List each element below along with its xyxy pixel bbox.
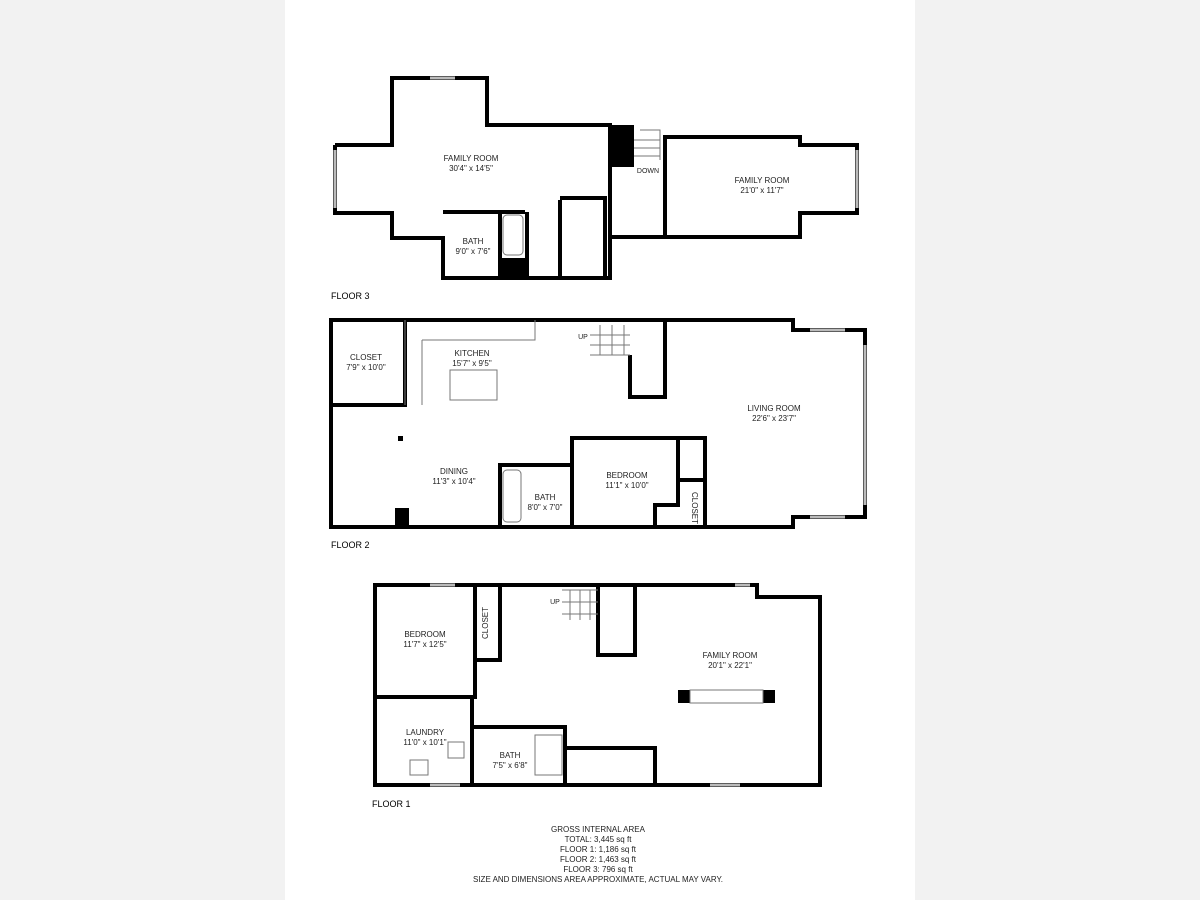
room-dims: 11'0" x 10'1" bbox=[403, 738, 446, 747]
room-name: BEDROOM bbox=[404, 630, 446, 639]
area-floor2: FLOOR 2: 1,463 sq ft bbox=[560, 855, 637, 864]
room-dims: 11'7" x 12'5" bbox=[403, 640, 446, 649]
room-dims: 21'0" x 11'7" bbox=[740, 186, 783, 195]
chimney-block bbox=[610, 125, 634, 167]
room-dims: 11'1" x 10'0" bbox=[605, 481, 648, 490]
storage-block bbox=[500, 258, 525, 276]
room-name: LAUNDRY bbox=[406, 728, 445, 737]
bathtub-icon bbox=[502, 469, 522, 523]
room-name: CLOSET bbox=[350, 353, 382, 362]
floor-label: FLOOR 2 bbox=[331, 540, 370, 550]
sink-icon bbox=[447, 741, 465, 759]
area-summary: GROSS INTERNAL AREA TOTAL: 3,445 sq ft F… bbox=[473, 825, 723, 884]
room-name: BATH bbox=[463, 237, 484, 246]
fireplace-left bbox=[678, 690, 690, 703]
room-dims: 11'3" x 10'4" bbox=[432, 477, 475, 486]
area-title: GROSS INTERNAL AREA bbox=[551, 825, 646, 834]
shower-icon bbox=[534, 734, 563, 776]
post-icon bbox=[398, 436, 403, 441]
room-dims: 20'1" x 22'1" bbox=[708, 661, 752, 670]
room-name: FAMILY ROOM bbox=[444, 154, 499, 163]
floor-2-plan: CLOSET 7'9" x 10'0" KITCHEN 15'7" x 9'5"… bbox=[329, 318, 867, 550]
floor-1-plan: BEDROOM 11'7" x 12'5" FAMILY ROOM 20'1" … bbox=[372, 583, 822, 809]
area-floor1: FLOOR 1: 1,186 sq ft bbox=[560, 845, 637, 854]
stairs-label: UP bbox=[578, 334, 588, 341]
room-dims: 7'9" x 10'0" bbox=[346, 363, 386, 372]
room-name: DINING bbox=[440, 467, 468, 476]
kitchen-island bbox=[449, 369, 498, 401]
floor-3-plan: FAMILY ROOM 30'4" x 14'5" BATH 9'0" x 7'… bbox=[331, 76, 859, 301]
fireplace-hearth bbox=[689, 689, 764, 704]
area-floor3: FLOOR 3: 796 sq ft bbox=[563, 865, 633, 874]
column-block bbox=[395, 508, 409, 527]
floor-label: FLOOR 3 bbox=[331, 291, 370, 301]
fireplace-right bbox=[763, 690, 775, 703]
room-name: BEDROOM bbox=[606, 471, 648, 480]
closet-label: CLOSET bbox=[481, 607, 490, 639]
area-total: TOTAL: 3,445 sq ft bbox=[565, 835, 633, 844]
room-dims: 30'4" x 14'5" bbox=[449, 164, 493, 173]
room-dims: 9'0" x 7'6" bbox=[456, 247, 491, 256]
stairs-icon bbox=[562, 589, 598, 620]
room-name: BATH bbox=[500, 751, 521, 760]
closet-label: CLOSET bbox=[690, 492, 699, 524]
stairs-icon bbox=[590, 325, 630, 356]
room-name: FAMILY ROOM bbox=[735, 176, 790, 185]
room-dims: 15'7" x 9'5" bbox=[452, 359, 492, 368]
kitchen-counter bbox=[404, 320, 536, 405]
room-dims: 22'6" x 23'7" bbox=[752, 414, 796, 423]
stairs-label: UP bbox=[550, 599, 560, 606]
room-name: KITCHEN bbox=[454, 349, 489, 358]
floor-label: FLOOR 1 bbox=[372, 799, 411, 809]
stairs-label: DOWN bbox=[637, 168, 659, 175]
room-dims: 8'0" x 7'0" bbox=[528, 503, 563, 512]
stairs-icon bbox=[634, 129, 661, 160]
area-disclaimer: SIZE AND DIMENSIONS AREA APPROXIMATE, AC… bbox=[473, 875, 723, 884]
washer-icon bbox=[409, 759, 429, 776]
room-name: FAMILY ROOM bbox=[703, 651, 758, 660]
room-name: BATH bbox=[535, 493, 556, 502]
room-name: LIVING ROOM bbox=[747, 404, 801, 413]
room-dims: 7'5" x 6'8" bbox=[493, 761, 528, 770]
bathtub-icon bbox=[502, 214, 524, 256]
